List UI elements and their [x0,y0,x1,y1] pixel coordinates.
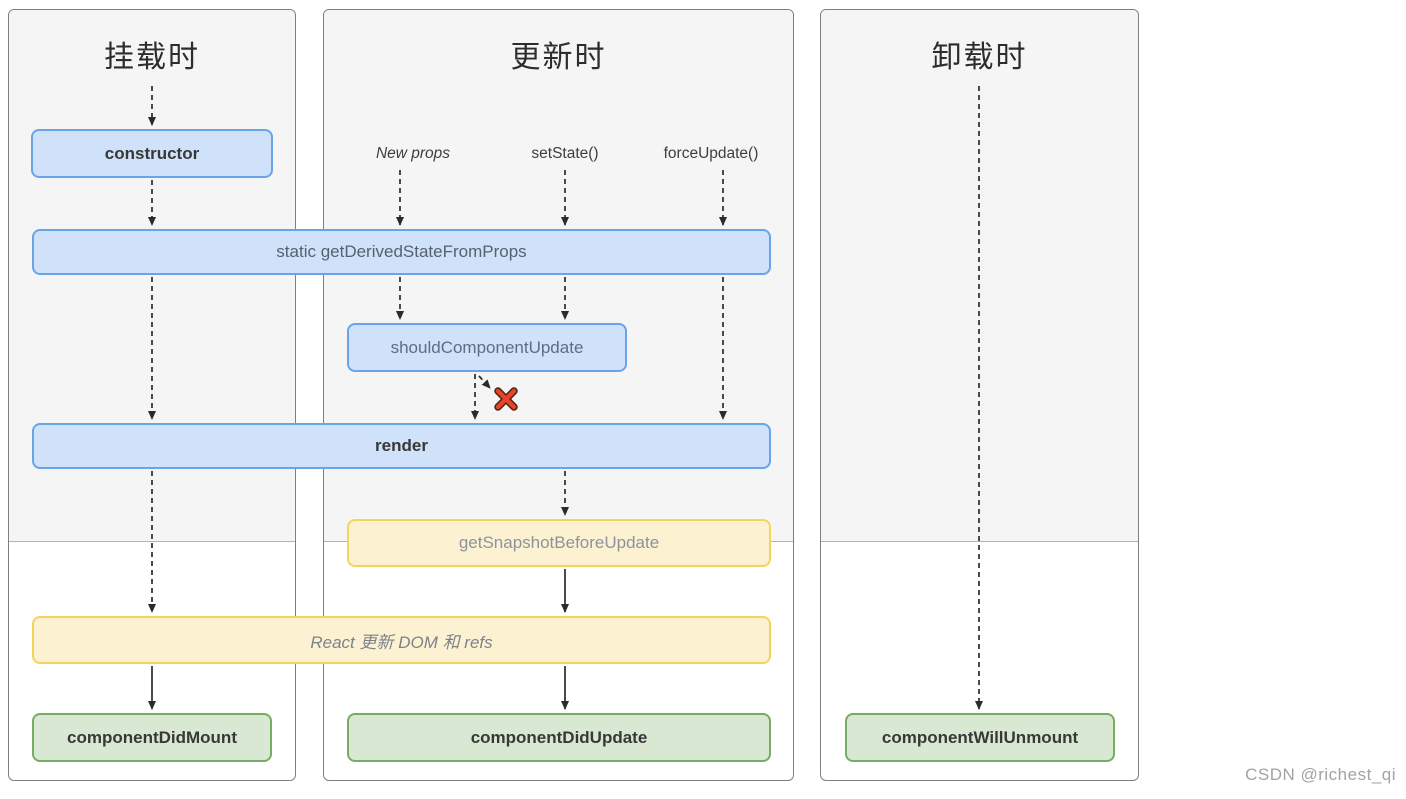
node-component-did-update[interactable]: componentDidUpdate [347,713,771,762]
column-mounting: 挂载时 [8,9,296,781]
label-set-state: setState() [531,145,599,162]
column-unmounting-title: 卸载时 [931,41,1028,74]
render-phase-background [821,10,1138,542]
node-constructor[interactable]: constructor [31,129,273,178]
node-component-did-mount[interactable]: componentDidMount [32,713,272,762]
node-get-snapshot-before-update[interactable]: getSnapshotBeforeUpdate [347,519,771,567]
column-updating: 更新时 [323,9,794,781]
column-updating-title: 更新时 [510,41,607,74]
node-react-updates-dom: React 更新 DOM 和 refs [32,616,771,664]
node-render[interactable]: render [32,423,771,469]
label-new-props: New props [375,145,451,162]
node-component-will-unmount[interactable]: componentWillUnmount [845,713,1115,762]
csdn-watermark: CSDN @richest_qi [1245,765,1396,784]
column-unmounting: 卸载时 [820,9,1139,781]
node-should-component-update[interactable]: shouldComponentUpdate [347,323,627,372]
node-get-derived-state-from-props[interactable]: static getDerivedStateFromProps [32,229,771,275]
column-mounting-title: 挂载时 [104,41,200,74]
label-force-update: forceUpdate() [663,145,759,162]
